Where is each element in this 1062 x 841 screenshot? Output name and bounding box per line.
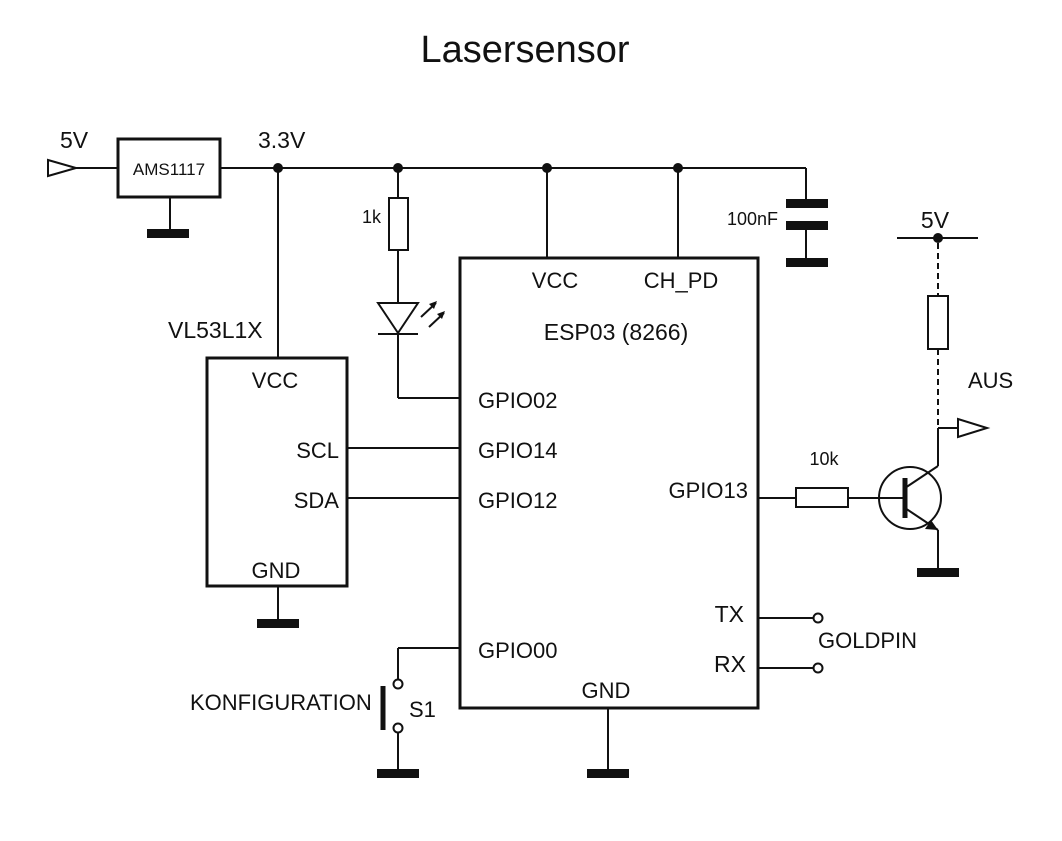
- resistor-1k: [388, 168, 409, 303]
- output-port-aus: [938, 417, 991, 439]
- regulator-label: AMS1117: [133, 160, 205, 179]
- mcu-pin-vcc: VCC: [532, 268, 579, 293]
- mcu-pin-gpio12: GPIO12: [478, 488, 557, 513]
- input-5v-port: [47, 158, 118, 178]
- capacitor-100nf: [786, 168, 828, 267]
- rail-3v3-label: 3.3V: [258, 127, 306, 153]
- sensor-name: VL53L1X: [168, 317, 263, 343]
- switch-ground-symbol: [377, 769, 419, 778]
- goldpin-header: [758, 612, 824, 674]
- mcu-ground-symbol: [587, 769, 629, 778]
- pullup-network: [897, 233, 978, 428]
- npn-transistor-icon: [878, 428, 959, 577]
- sensor-pin-sda: SDA: [294, 488, 340, 513]
- mcu-pin-gpio02: GPIO02: [478, 388, 557, 413]
- sensor-ground-symbol: [257, 619, 299, 628]
- capacitor-ground-symbol: [786, 258, 828, 267]
- mcu-pin-rx: RX: [714, 651, 746, 677]
- switch-label: KONFIGURATION: [190, 690, 372, 715]
- sensor-pin-gnd: GND: [252, 558, 301, 583]
- rail-3v3: [220, 163, 806, 173]
- sensor-vl53l1x: [205, 168, 349, 628]
- mcu-pin-gpio14: GPIO14: [478, 438, 557, 463]
- goldpin-label: GOLDPIN: [818, 628, 917, 653]
- switch-s1: [377, 647, 460, 778]
- diagram-title: Lasersensor: [420, 29, 629, 71]
- mcu-pin-gnd: GND: [582, 678, 631, 703]
- regulator-ams1117: [116, 137, 222, 238]
- mcu-pin-ch-pd: CH_PD: [644, 268, 719, 293]
- switch-ref: S1: [409, 697, 436, 722]
- mcu-name: ESP03 (8266): [544, 319, 688, 345]
- sensor-pin-vcc: VCC: [252, 368, 299, 393]
- output-supply-label: 5V: [921, 207, 950, 233]
- capacitor-label: 100nF: [727, 209, 778, 229]
- resistor-10k-label: 10k: [809, 449, 839, 469]
- input-5v-label: 5V: [60, 127, 89, 153]
- mcu-esp03: [458, 168, 760, 778]
- output-label: AUS: [968, 368, 1013, 393]
- mcu-pin-gpio00: GPIO00: [478, 638, 557, 663]
- sensor-pin-scl: SCL: [296, 438, 339, 463]
- mcu-pin-tx: TX: [715, 601, 744, 627]
- mcu-pin-gpio13: GPIO13: [669, 478, 748, 503]
- resistor-1k-label: 1k: [362, 207, 382, 227]
- transistor-ground-symbol: [917, 568, 959, 577]
- regulator-ground-symbol: [147, 229, 189, 238]
- resistor-10k: [758, 487, 880, 508]
- led-icon: [376, 301, 460, 399]
